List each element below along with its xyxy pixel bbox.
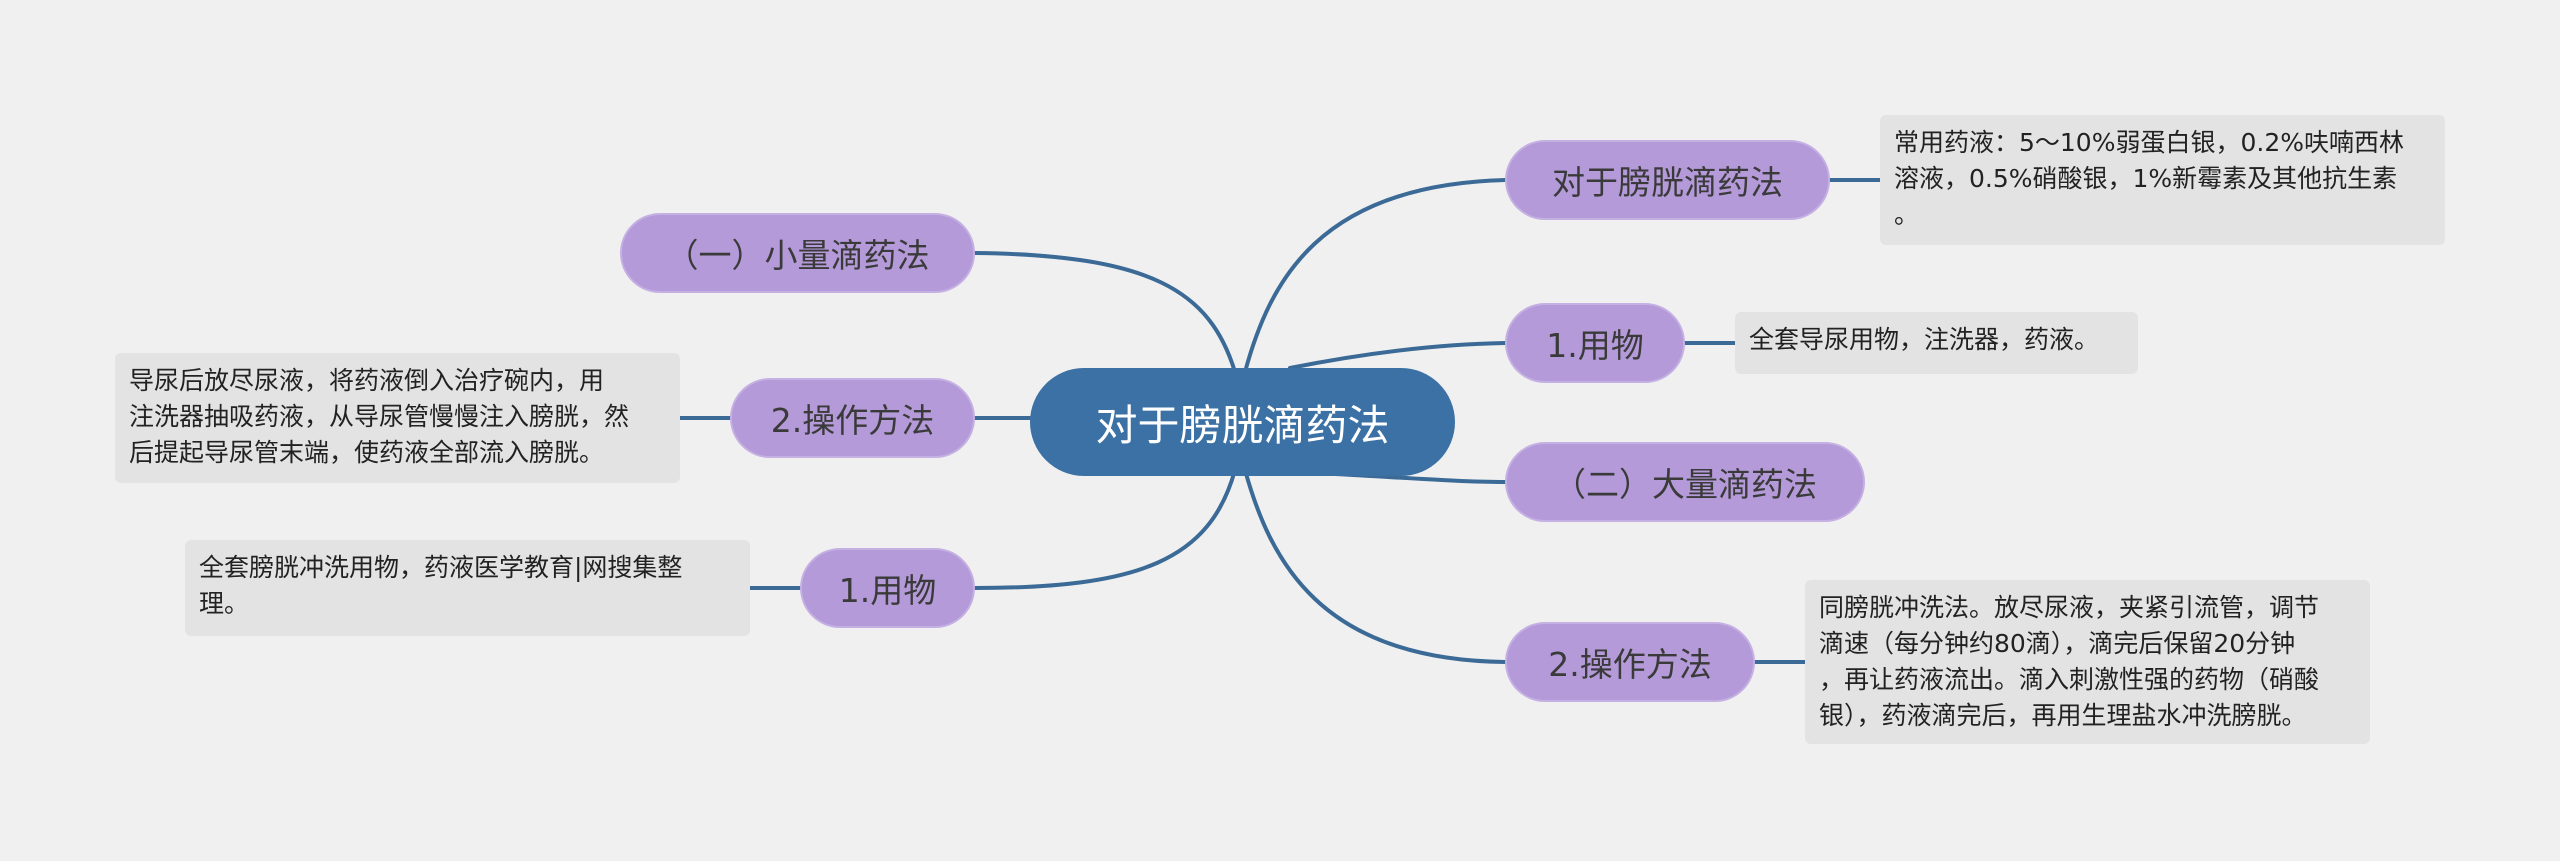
- branch-label: 对于膀胱滴药法: [1552, 163, 1783, 202]
- connector-root-to-right-1: [1243, 178, 1507, 374]
- note-common-medications: 常用药液：5～10%弱蛋白银，0.2%呋喃西林 溶液，0.5%硝酸银，1%新霉素…: [1880, 115, 2445, 245]
- connector-root-to-left-1: [973, 251, 1237, 374]
- note-right-procedure: 同膀胱冲洗法。放尽尿液，夹紧引流管，调节 滴速（每分钟约80滴），滴完后保留20…: [1805, 580, 2370, 744]
- branch-label: （二）大量滴药法: [1553, 465, 1817, 504]
- branch-right-procedure[interactable]: 2.操作方法: [1505, 622, 1755, 702]
- branch-right-large-volume[interactable]: （二）大量滴药法: [1505, 442, 1865, 522]
- note-left-procedure: 导尿后放尽尿液，将药液倒入治疗碗内，用 注洗器抽吸药液，从导尿管慢慢注入膀胱，然…: [115, 353, 680, 483]
- branch-label: 2.操作方法: [1548, 645, 1712, 684]
- branch-label: 1.用物: [838, 571, 937, 610]
- branch-label: 2.操作方法: [770, 401, 935, 440]
- connector-root-to-right-2: [1288, 341, 1507, 370]
- branch-label: 1.用物: [1546, 326, 1644, 365]
- branch-left-procedure[interactable]: 2.操作方法: [730, 378, 975, 458]
- branch-right-supplies[interactable]: 1.用物: [1505, 303, 1685, 383]
- branch-left-small-volume[interactable]: （一）小量滴药法: [620, 213, 975, 293]
- branch-left-supplies[interactable]: 1.用物: [800, 548, 975, 628]
- connector-root-to-left-3: [973, 468, 1237, 590]
- root-topic[interactable]: 对于膀胱滴药法: [1030, 368, 1455, 476]
- branch-label: （一）小量滴药法: [665, 236, 930, 275]
- note-right-supplies: 全套导尿用物，注洗器，药液。: [1735, 312, 2138, 374]
- connector-root-to-right-4: [1243, 468, 1507, 664]
- root-topic-label: 对于膀胱滴药法: [1095, 400, 1390, 450]
- branch-right-bladder-instillation[interactable]: 对于膀胱滴药法: [1505, 140, 1830, 220]
- note-left-supplies: 全套膀胱冲洗用物，药液医学教育|网搜集整 理。: [185, 540, 750, 636]
